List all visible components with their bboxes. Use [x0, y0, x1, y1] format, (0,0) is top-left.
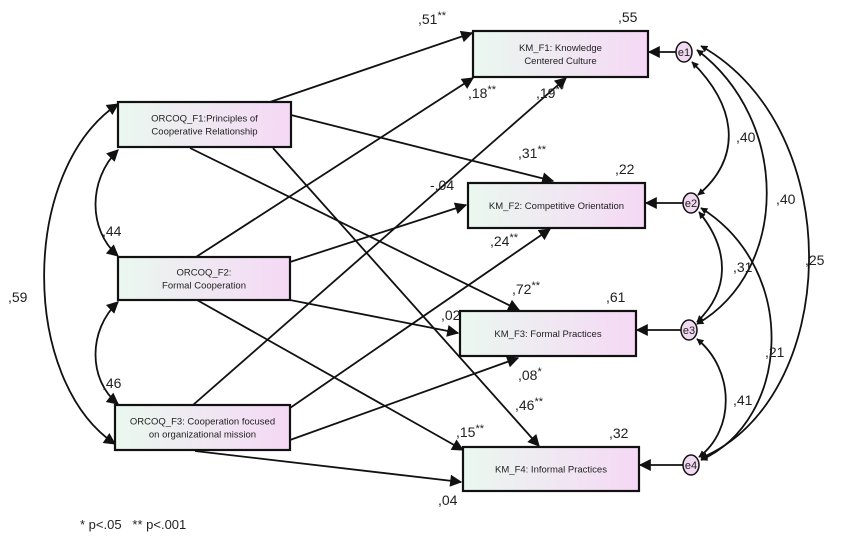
- path-arrow-f2-km3: [289, 299, 460, 337]
- path-coefficient: ,15**: [456, 423, 485, 440]
- variable-label: Cooperative Relationship: [151, 127, 257, 138]
- path-arrow-f3-km3: [289, 356, 520, 441]
- path-coefficient: ,08*: [518, 366, 542, 383]
- path-coefficient: ,46**: [515, 396, 544, 413]
- variable-box-frame: [113, 403, 292, 452]
- path-coefficient: ,19**: [536, 84, 565, 101]
- error-circle: [680, 319, 698, 341]
- path-arrow-f3-km2: [289, 228, 551, 409]
- path-arrow-f1-km3: [189, 147, 521, 311]
- exogenous-variable-f2: ORCOQ_F2: Formal Cooperation: [116, 255, 292, 302]
- variable-box-frame: [116, 255, 292, 302]
- path-arrow-f2-km1: [195, 77, 475, 258]
- r-squared-value: ,61: [606, 289, 626, 305]
- path-arrow-f2-km2: [289, 202, 468, 263]
- significance-stars: **: [555, 84, 564, 96]
- error-correlation-value: ,40: [736, 129, 756, 145]
- correlation-layer: [43, 45, 810, 461]
- variable-box-frame: [116, 100, 293, 149]
- error-label: e3: [683, 325, 695, 337]
- error-circle: [682, 192, 700, 214]
- error-correlation-arrow-e1-e2: [691, 61, 730, 196]
- endogenous-variable-km4: KM_F4: Informal Practices: [461, 445, 641, 493]
- path-coefficient: ,02: [441, 307, 461, 323]
- r-squared-value: ,22: [615, 161, 635, 177]
- significance-stars: **: [487, 84, 496, 96]
- variable-label: on organizational mission: [149, 430, 256, 441]
- path-arrow-f1-km2: [290, 114, 555, 185]
- correlation-arrow-f1-f2: [94, 149, 119, 257]
- variable-label: KM_F1: Knowledge: [519, 43, 602, 54]
- significance-stars: **: [534, 396, 543, 408]
- significance-stars: *: [537, 366, 542, 378]
- significance-stars: **: [531, 280, 540, 292]
- r-squared-value: ,32: [609, 425, 629, 441]
- error-term-e4: e4: [682, 454, 700, 476]
- path-coefficient: ,31**: [518, 144, 547, 161]
- error-correlation-arrow-e1-e3: [696, 49, 768, 325]
- endogenous-variable-km2: KM_F2: Competitive Orientation: [466, 181, 647, 230]
- path-arrow-f2-km4: [196, 299, 465, 451]
- coefficient-layer: ,51**,31**,72**,46**,18**-,04,02,15**,19…: [8, 9, 825, 508]
- path-arrow-f3-km4: [194, 450, 463, 487]
- path-arrow-f3-km1: [192, 77, 567, 406]
- path-layer: [189, 30, 683, 487]
- variable-label: Centered Culture: [524, 56, 596, 67]
- variable-label: ORCOQ_F2:: [177, 268, 232, 279]
- error-term-e3: e3: [680, 319, 698, 341]
- exogenous-variable-f1: ORCOQ_F1:Principles of Cooperative Relati…: [116, 100, 293, 149]
- variable-label: KM_F2: Competitive Orientation: [489, 201, 624, 212]
- error-correlation-value: ,41: [733, 392, 753, 408]
- error-correlation-arrow-e1-e4: [700, 45, 810, 459]
- r-squared-value: ,55: [618, 9, 638, 25]
- path-arrow-f1-km1: [269, 30, 474, 103]
- correlation-value: ,46: [102, 375, 122, 391]
- error-correlation-value: ,21: [765, 344, 785, 360]
- significance-legend: * p<.05 ** p<.001: [80, 517, 187, 532]
- error-correlation-value: ,40: [776, 191, 796, 207]
- path-coefficient: ,04: [438, 492, 458, 508]
- error-label: e1: [678, 47, 690, 59]
- significance-stars: **: [509, 232, 518, 244]
- correlation-arrow-f1-f3: [43, 103, 119, 445]
- path-coefficient: ,51**: [418, 10, 447, 27]
- significance-stars: **: [475, 423, 484, 435]
- variable-layer: ORCOQ_F1:Principles of Cooperative Relati…: [113, 29, 700, 493]
- error-correlation-value: ,25: [805, 252, 825, 268]
- exogenous-variable-f3: ORCOQ_F3: Cooperation focused on organiza…: [113, 403, 292, 452]
- variable-box-frame: [461, 445, 641, 493]
- path-arrow-f1-km4: [272, 147, 540, 447]
- variable-box-frame: [471, 29, 650, 79]
- path-coefficient: ,18**: [468, 84, 497, 101]
- error-circle: [675, 41, 693, 63]
- significance-stars: **: [437, 10, 446, 22]
- error-label: e2: [685, 198, 697, 210]
- error-label: e4: [685, 460, 697, 472]
- error-term-e2: e2: [682, 192, 700, 214]
- variable-label: KM_F3: Formal Practices: [494, 329, 601, 340]
- path-coefficient: ,24**: [490, 232, 519, 249]
- error-correlation-arrow-e2-e3: [696, 211, 723, 323]
- variable-label: KM_F4: Informal Practices: [495, 465, 607, 476]
- variable-label: Formal Cooperation: [162, 281, 246, 292]
- error-term-e1: e1: [675, 41, 693, 63]
- variable-label: ORCOQ_F1:Principles of: [151, 114, 258, 125]
- correlation-value: ,44: [102, 223, 122, 239]
- variable-box-frame: [458, 309, 638, 358]
- significance-stars: **: [537, 144, 546, 156]
- error-correlation-value: ,31: [733, 259, 753, 275]
- error-correlation-arrow-e2-e4: [700, 207, 773, 461]
- variable-box-frame: [466, 181, 647, 230]
- variable-label: ORCOQ_F3: Cooperation focused: [130, 417, 275, 428]
- path-coefficient: -,04: [430, 177, 454, 193]
- error-circle: [682, 454, 700, 476]
- error-correlation-arrow-e3-e4: [696, 338, 727, 458]
- path-coefficient: ,72**: [512, 280, 541, 297]
- endogenous-variable-km3: KM_F3: Formal Practices: [458, 309, 638, 358]
- correlation-value: ,59: [8, 289, 28, 305]
